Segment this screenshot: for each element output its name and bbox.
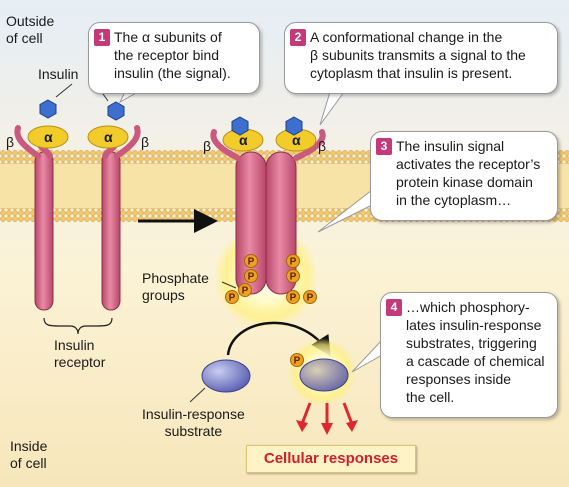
insulin-molecule-1: [39, 99, 57, 119]
active-insulin-receptor: P P P P P P P P: [210, 116, 326, 329]
svg-text:P: P: [290, 293, 297, 304]
alpha-label-3: α: [239, 132, 248, 148]
beta-label-3: β: [203, 138, 212, 154]
svg-text:P: P: [290, 257, 297, 268]
svg-text:P: P: [248, 257, 255, 268]
step-2-number: 2: [290, 29, 306, 46]
insulin-molecule-4: [285, 116, 303, 136]
step-3-number: 3: [376, 138, 392, 155]
alpha-label-4: α: [292, 132, 301, 148]
step-4-number: 4: [386, 299, 402, 316]
response-arrows: [296, 402, 358, 435]
svg-text:P: P: [307, 293, 314, 304]
insulin-molecule-3: [231, 116, 249, 136]
step-1-number: 1: [94, 29, 110, 46]
insulin-response-substrate: [201, 359, 251, 393]
alpha-subunit-left-2: [87, 125, 129, 149]
insulin-label: Insulin: [38, 66, 79, 82]
cellular-responses-label: Cellular responses: [263, 450, 399, 467]
alpha-subunit-left-1: [27, 125, 69, 149]
inactive-insulin-receptor: [14, 83, 141, 335]
beta-label-4: β: [318, 138, 327, 154]
svg-text:P: P: [248, 272, 255, 283]
svg-text:P: P: [242, 286, 249, 297]
alpha-label-2: α: [104, 129, 113, 145]
insulin-molecule-2: [107, 101, 125, 121]
phosphorylated-substrate: P: [288, 338, 356, 406]
beta-label-2: β: [141, 134, 150, 150]
phosphate-groups: P P P P P P P P: [225, 254, 317, 304]
beta-label-1: β: [6, 134, 15, 150]
svg-text:P: P: [229, 293, 236, 304]
step-4-callout: 4 …which phosphory-lates insulin-respons…: [380, 292, 558, 418]
alpha-label-1: α: [44, 129, 53, 145]
svg-text:P: P: [294, 356, 301, 367]
cellular-responses-box: Cellular responses: [246, 445, 416, 473]
svg-text:P: P: [290, 272, 297, 283]
